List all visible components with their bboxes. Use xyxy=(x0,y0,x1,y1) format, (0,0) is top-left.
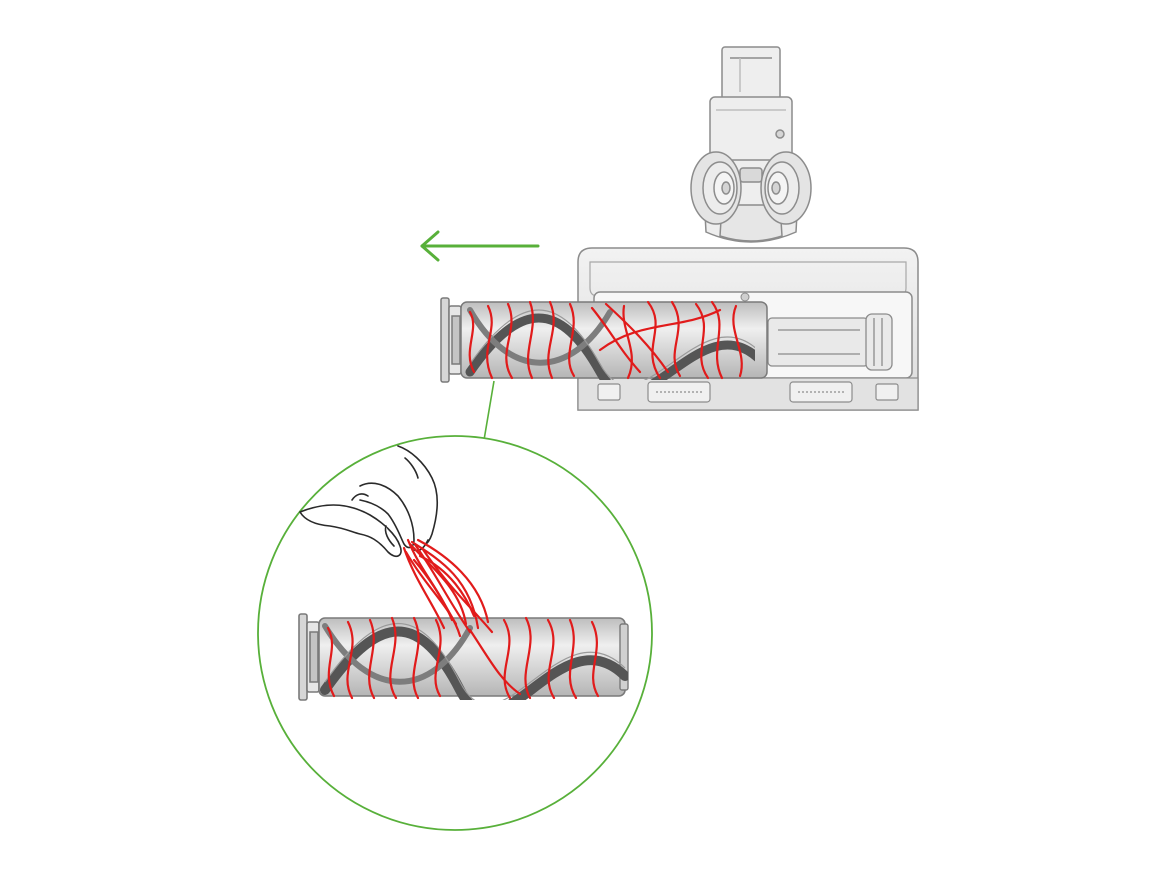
callout-leader xyxy=(483,380,495,441)
drive-end xyxy=(767,313,893,371)
hair-strands-zoom xyxy=(326,616,600,700)
housing-clips xyxy=(597,381,899,403)
hair-strands-pulled xyxy=(402,538,494,638)
hand-icon xyxy=(299,445,439,558)
wheel-right xyxy=(760,151,812,225)
arrow-left-icon xyxy=(420,230,540,262)
brush-bar-top xyxy=(440,297,768,383)
wheel-left xyxy=(690,151,742,225)
hair-strands-top xyxy=(468,300,743,380)
brush-bar-zoom xyxy=(298,538,629,701)
